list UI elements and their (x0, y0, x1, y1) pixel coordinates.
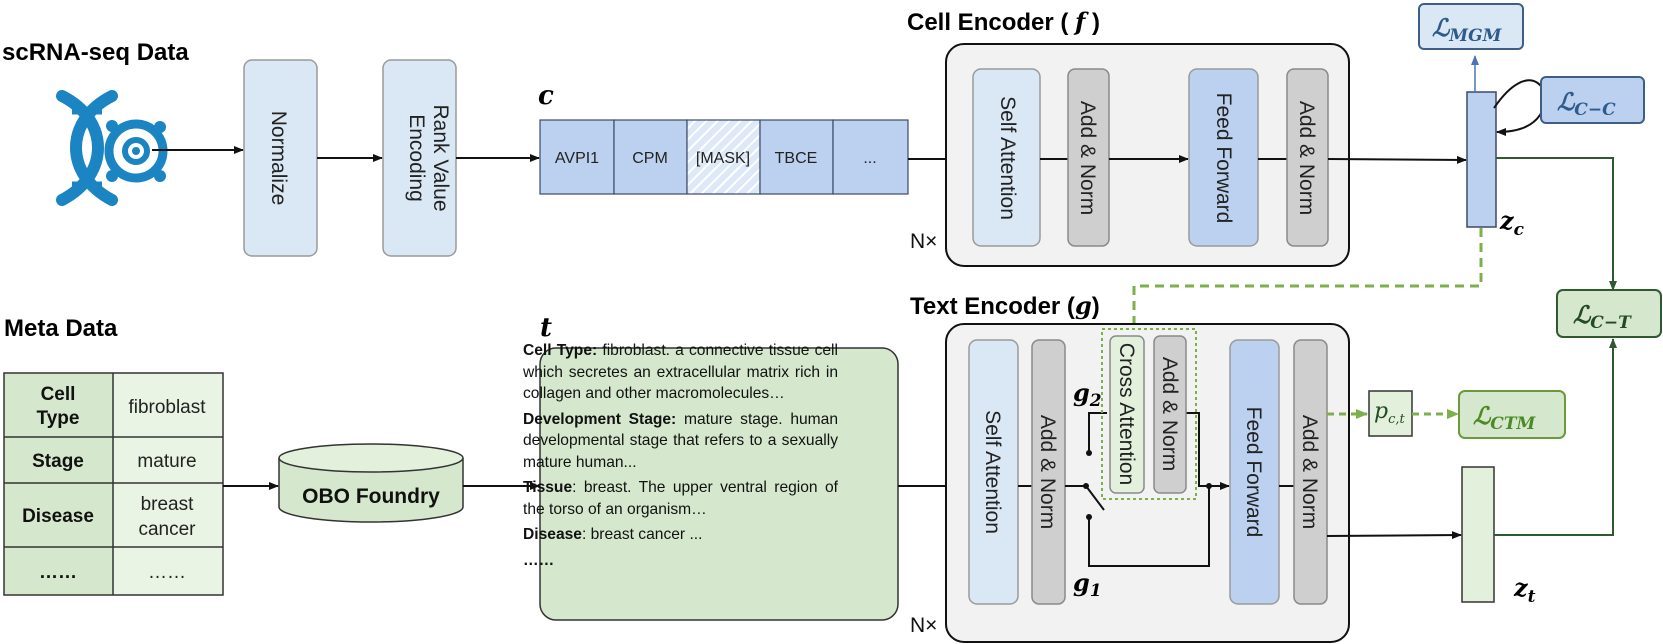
cell-feed-forward-block (1188, 68, 1259, 247)
desc-key: Development Stage: (523, 410, 677, 428)
mgm-loss-box (1418, 3, 1524, 50)
scrna-title: scRNA-seq Data (2, 39, 189, 66)
cross-add-norm-label: Add & Norm (1158, 357, 1181, 471)
cross-attention-block (1109, 335, 1145, 494)
cell-self-attention-block (972, 68, 1041, 247)
zc-embedding (1466, 91, 1497, 228)
cc-loop-arrow (1493, 79, 1546, 136)
text-add-norm-block-2 (1293, 339, 1328, 605)
desc-dev-stage: Development Stage: mature stage. human d… (523, 409, 838, 474)
mgm-loss-label: ℒMGM (1432, 13, 1503, 46)
meta-value: cancer (138, 519, 196, 540)
desc-key: Cell Type: (523, 342, 598, 359)
meta-value: mature (137, 451, 196, 472)
meta-key: Stage (32, 451, 84, 472)
desc-value: : breast cancer ... (581, 526, 703, 543)
ctm-loss-label: ℒCTM (1473, 401, 1536, 434)
g1-symbol: g1 (1073, 568, 1102, 601)
ct-loss-box (1556, 289, 1662, 338)
desc-ellipsis: …… (523, 551, 555, 569)
meta-value: breast (141, 494, 195, 515)
ct-loss-label: ℒC−T (1573, 300, 1632, 333)
dna-icon (56, 90, 168, 206)
cell-feed-forward-label: Feed Forward (1212, 93, 1235, 224)
meta-key: …… (39, 562, 77, 583)
token-strip: AVPI1 CPM [MASK] TBCE ... (539, 119, 909, 195)
text-add-norm-label-2: Add & Norm (1298, 415, 1321, 529)
text-self-attention-label: Self Attention (981, 410, 1004, 534)
g2-symbol: g2 (1073, 378, 1102, 411)
meta-value: …… (148, 562, 186, 583)
token-label: AVPI1 (555, 150, 599, 167)
text-add-norm-block (1031, 339, 1066, 605)
meta-value: fibroblast (128, 397, 206, 418)
desc-cell-type: Cell Type: fibroblast. a connective tiss… (523, 340, 838, 405)
desc-disease: Disease: breast cancer ... (523, 524, 838, 546)
switch-lever (1085, 485, 1105, 511)
token-cell-mask (686, 119, 761, 195)
rank-value-label: Rank ValueEncoding (405, 104, 452, 211)
zc-to-cross-attention-link (1129, 228, 1483, 339)
cell-add-norm-label-2: Add & Norm (1295, 101, 1318, 215)
cell-encoder-title: Cell Encoder ( f ) (907, 7, 1100, 36)
c-symbol: c (538, 81, 554, 111)
desc-value: fibroblast. a connective tissue cell whi… (523, 342, 838, 402)
desc-key: Disease (523, 526, 582, 543)
normalize-label: Normalize (267, 111, 290, 206)
cc-loss-box (1540, 76, 1645, 124)
desc-key: Tissue (523, 479, 573, 496)
token-label: CPM (632, 150, 668, 167)
cross-attention-label: Cross Attention (1115, 343, 1138, 485)
cell-add-norm-label: Add & Norm (1076, 101, 1099, 215)
token-label: TBCE (775, 150, 818, 167)
t-symbol: t (540, 313, 552, 343)
text-encoder-repeat: N× (910, 614, 937, 637)
cc-loss-label: ℒC−C (1557, 87, 1616, 120)
cell-add-norm-block (1067, 68, 1110, 247)
cross-add-norm-block (1153, 335, 1187, 494)
text-encoder-title: Text Encoder (g) (910, 291, 1100, 320)
token-cell (832, 119, 909, 195)
meta-table: Cell Type fibroblast Stage mature Diseas… (3, 372, 224, 596)
meta-key: Cell (41, 384, 76, 405)
text-self-attention-block (968, 339, 1019, 605)
token-cell (613, 119, 688, 195)
meta-key: Disease (22, 506, 94, 527)
text-feed-forward-block (1229, 339, 1280, 605)
pct-symbol: pc,t (1374, 399, 1406, 427)
zc-symbol: zc (1499, 206, 1525, 240)
token-cell (759, 119, 834, 195)
desc-value: : breast. The upper ventral region of th… (523, 479, 838, 518)
text-feed-forward-label: Feed Forward (1242, 407, 1265, 538)
token-label: [MASK] (696, 150, 750, 167)
obo-foundry-database: OBO Foundry (278, 443, 464, 523)
text-description-box (539, 347, 899, 621)
zt-symbol: zt (1513, 573, 1536, 607)
token-cell (539, 119, 615, 195)
token-label: ... (863, 150, 876, 167)
meta-key: Type (37, 408, 80, 429)
cell-encoder-repeat: N× (910, 230, 937, 253)
text-description: Cell Type: fibroblast. a connective tiss… (523, 340, 838, 575)
desc-tissue: Tissue: breast. The upper ventral region… (523, 477, 838, 520)
desc-value: mature stage. human developmental stage … (523, 410, 838, 471)
zt-embedding (1461, 466, 1495, 603)
meta-title: Meta Data (4, 315, 118, 342)
obo-foundry-label: OBO Foundry (302, 485, 440, 508)
pct-box (1368, 390, 1413, 437)
cell-add-norm-block-2 (1286, 68, 1329, 247)
ctm-loss-box (1458, 390, 1566, 439)
cell-self-attention-label: Self Attention (996, 96, 1019, 220)
text-add-norm-label: Add & Norm (1036, 415, 1059, 529)
